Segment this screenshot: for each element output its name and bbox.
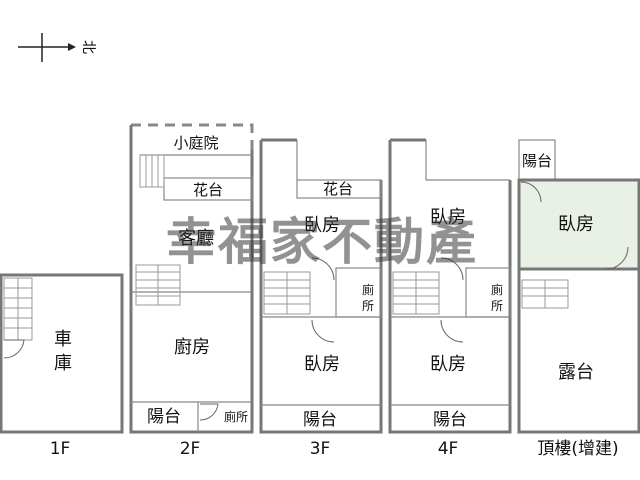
floor-4f-wc-label: 廁所: [491, 282, 503, 313]
floor-2f-planter-label: 花台: [193, 181, 223, 199]
watermark: 幸福家不動產: [166, 213, 478, 271]
floor-2f-kitchen-label: 廚房: [174, 336, 210, 358]
floor-4f-balcony-label: 陽台: [433, 410, 467, 430]
floor-3f-plan: [259, 138, 383, 434]
floor-1f-garage-label: 車庫: [54, 329, 72, 374]
floor-label-4f: 4F: [438, 439, 459, 459]
floor-3f-wc-label: 廁所: [362, 282, 374, 313]
floor-4f-bedroom-bottom-label: 臥房: [430, 354, 466, 375]
floor-label-rooftop: 頂樓(增建): [537, 439, 618, 459]
north-arrow-icon: [18, 33, 76, 62]
floor-2f-plan: [129, 123, 254, 434]
floor-label-2f: 2F: [180, 439, 201, 459]
floor-rooftop-bedroom-label: 臥房: [558, 214, 594, 235]
floor-2f-balcony-label: 陽台: [147, 407, 181, 427]
floor-label-3f: 3F: [310, 439, 331, 459]
floor-2f-wc-label: 廁所: [224, 409, 248, 424]
floor-rooftop-plan: [517, 139, 640, 434]
floor-3f-balcony-label: 陽台: [303, 410, 337, 430]
rooftop-bedroom-highlight: [519, 180, 639, 269]
floor-label-1f: 1F: [50, 439, 71, 459]
floor-1f-plan: [0, 273, 124, 434]
compass-north-label: 北: [80, 40, 96, 54]
floor-3f-planter-label: 花台: [323, 180, 353, 198]
floor-3f-bedroom-bottom-label: 臥房: [304, 354, 340, 375]
floor-4f-plan: [388, 138, 512, 434]
floor-2f-living-label: 客廳: [178, 228, 214, 249]
floor-2f-courtyard-label: 小庭院: [173, 134, 218, 152]
floor-3f-bedroom-top-label: 臥房: [304, 215, 340, 236]
floor-4f-bedroom-top-label: 臥房: [430, 207, 466, 228]
floor-rooftop-balcony-label: 陽台: [522, 152, 552, 170]
floor-rooftop-terrace-label: 露台: [558, 362, 594, 383]
